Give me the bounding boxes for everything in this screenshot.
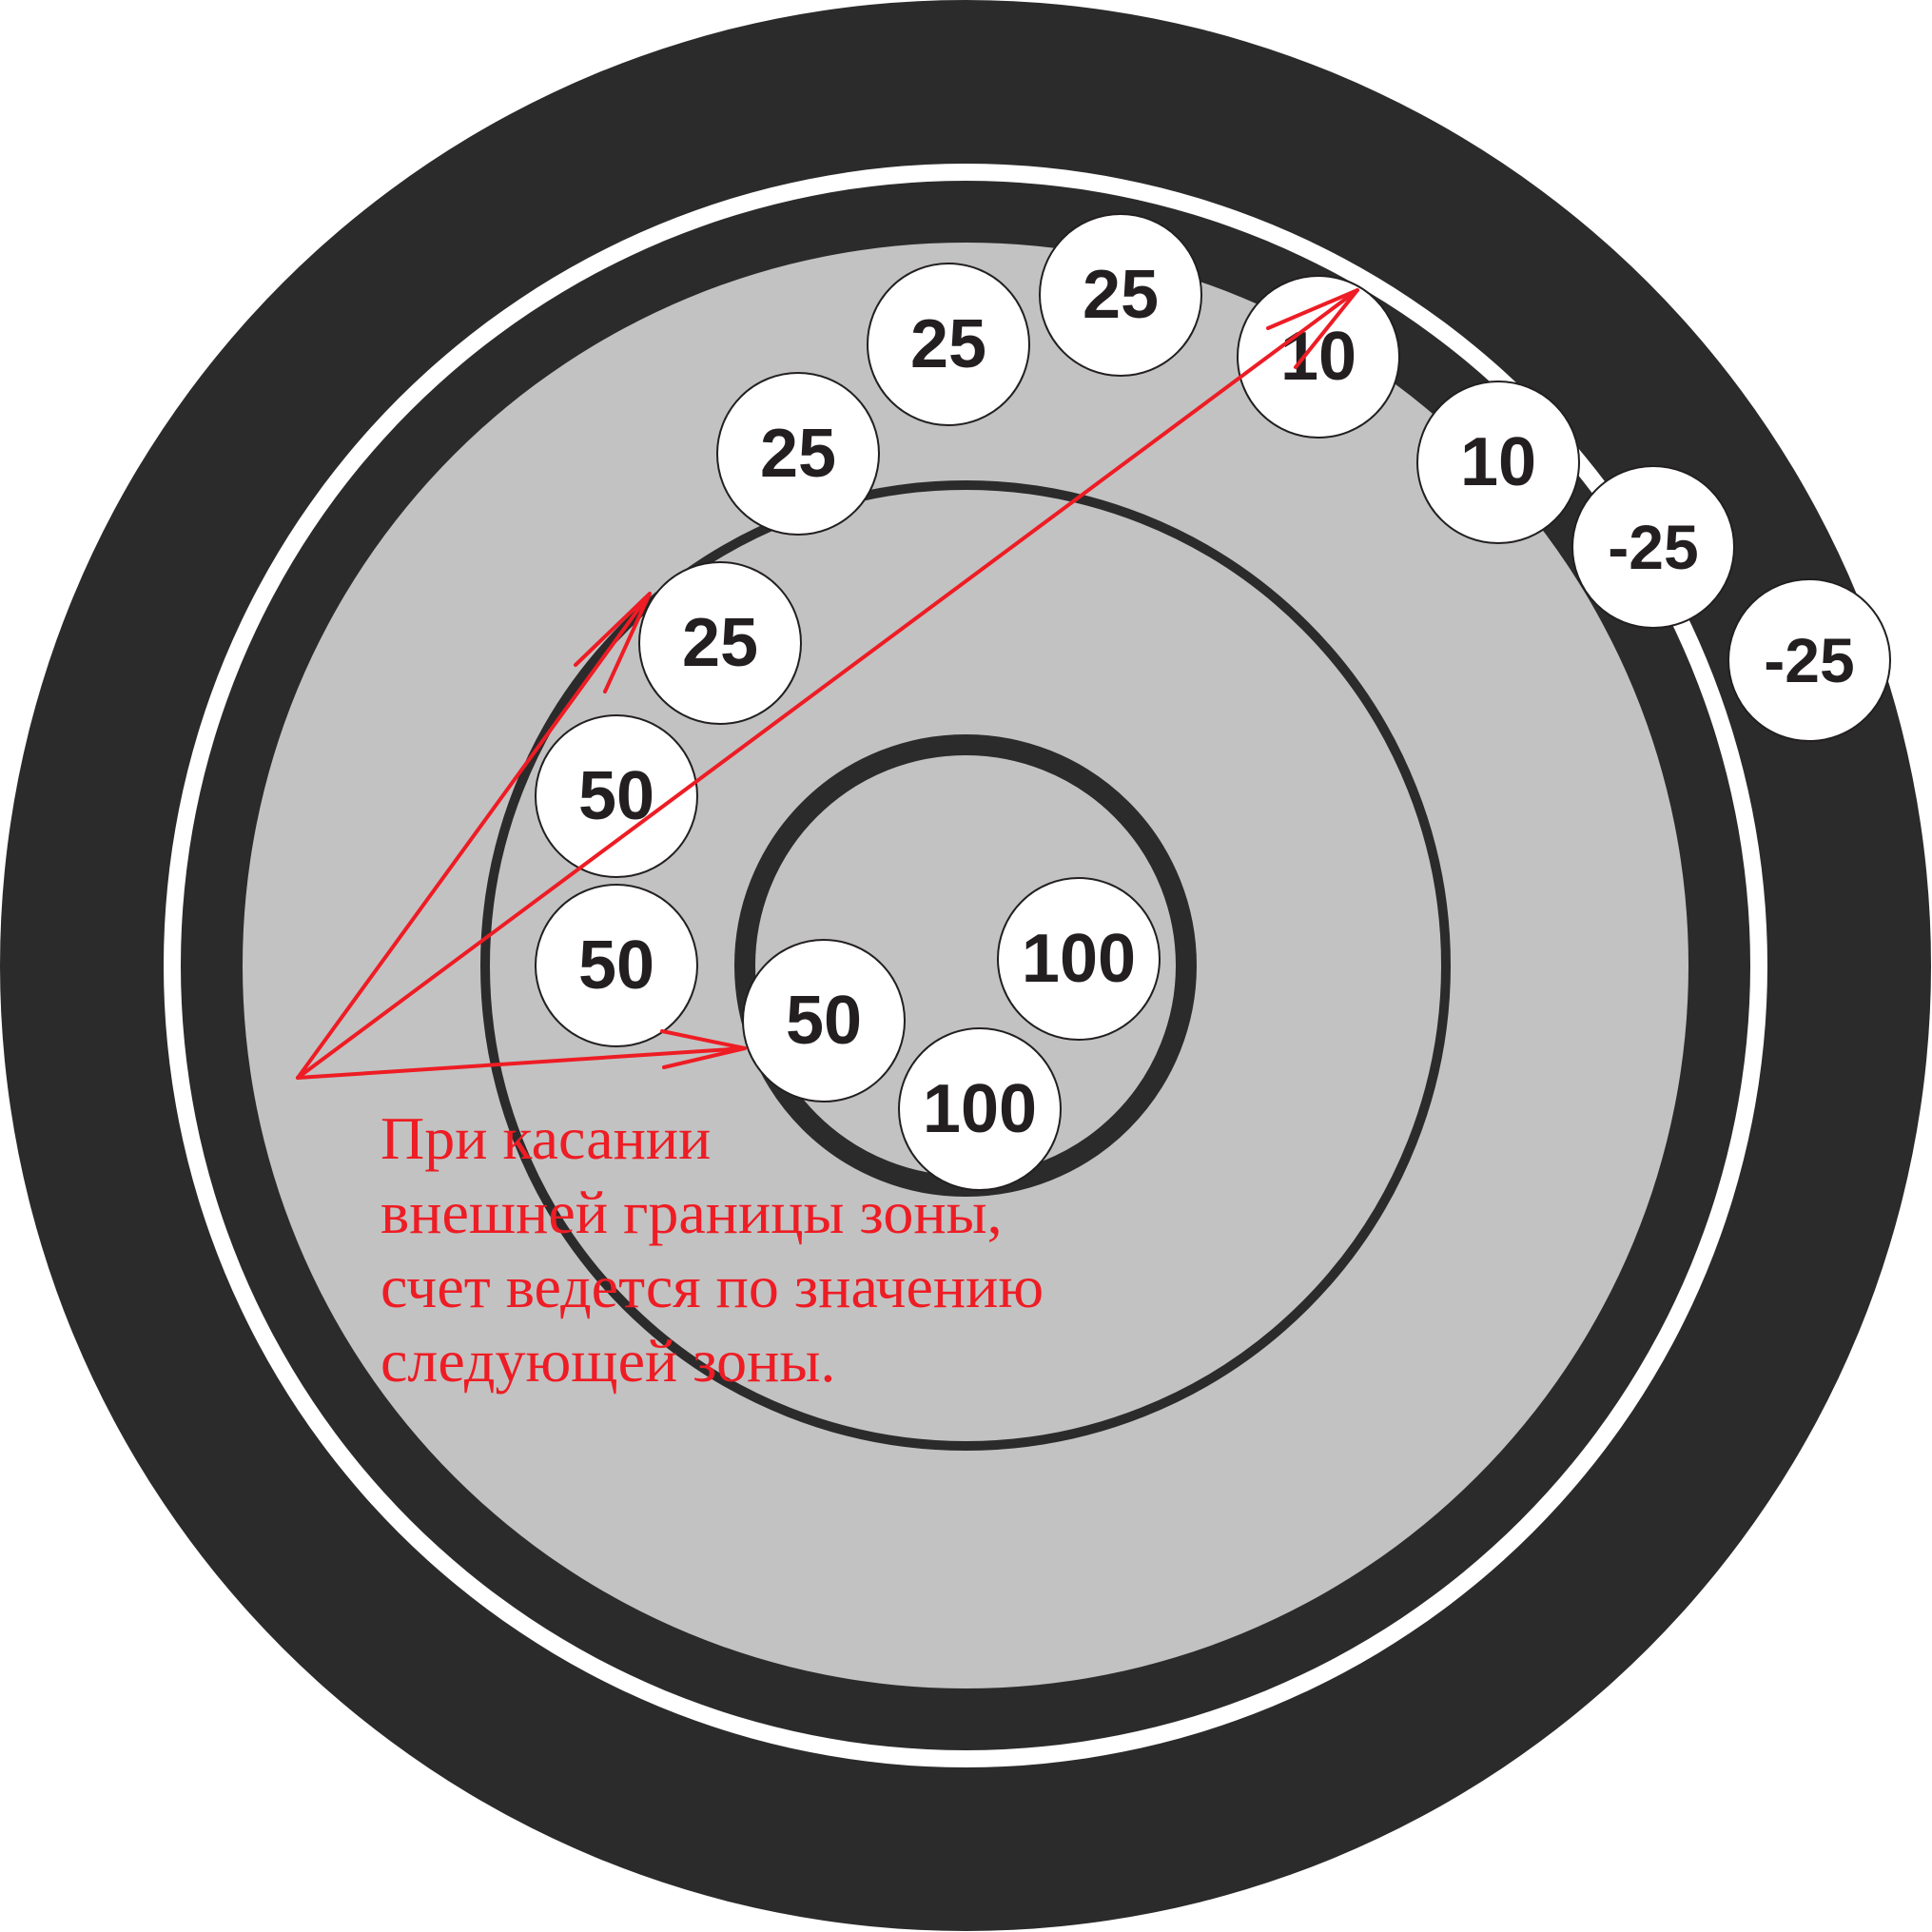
score-marker-label: 25 — [760, 416, 836, 492]
score-marker-label: 100 — [1022, 921, 1136, 997]
annotation-line: внешней границы зоны, — [381, 1179, 1003, 1246]
score-marker: 10 — [1237, 275, 1400, 439]
score-marker: 10 — [1416, 381, 1580, 544]
arrow-to-50-marker — [296, 1046, 747, 1080]
score-marker: 50 — [535, 884, 698, 1047]
annotation-line: При касании — [381, 1104, 711, 1172]
arrowhead-icon — [574, 592, 652, 693]
arrowhead-icon — [1266, 288, 1359, 369]
arrow-to-25-marker — [296, 592, 652, 1080]
score-marker-label: 100 — [923, 1071, 1037, 1147]
score-marker: -25 — [1727, 578, 1891, 742]
score-marker: 100 — [898, 1027, 1062, 1191]
annotation-arrows — [296, 288, 1359, 1080]
score-marker: 25 — [867, 263, 1030, 426]
score-marker: 50 — [535, 714, 698, 878]
score-marker-label: -25 — [1608, 512, 1698, 582]
score-marker-label: 25 — [910, 306, 986, 382]
score-marker-label: -25 — [1764, 625, 1854, 695]
arrow-to-10-marker — [296, 288, 1359, 1080]
grey-scoring-field — [243, 243, 1688, 1688]
score-marker: 25 — [638, 561, 802, 725]
annotation-line: счет ведется по значению — [381, 1253, 1044, 1320]
score-marker: 25 — [716, 372, 880, 536]
score-marker-label: 50 — [578, 927, 654, 1004]
score-marker: -25 — [1571, 465, 1735, 629]
annotation-line: следующей зоны. — [381, 1327, 835, 1395]
score-marker-label: 25 — [682, 605, 758, 681]
score-marker-label: 10 — [1460, 424, 1536, 500]
score-marker: 100 — [997, 877, 1161, 1041]
score-marker-label: 50 — [786, 983, 862, 1059]
arrowhead-icon — [660, 1029, 746, 1069]
score-marker-label: 10 — [1280, 319, 1356, 395]
score-marker-label: 25 — [1083, 257, 1159, 333]
middle-zone-boundary — [480, 480, 1451, 1451]
annotation-note: При касании внешней границы зоны, счет в… — [381, 1104, 1044, 1395]
score-marker: 50 — [742, 939, 906, 1103]
score-marker: 25 — [1039, 213, 1202, 377]
